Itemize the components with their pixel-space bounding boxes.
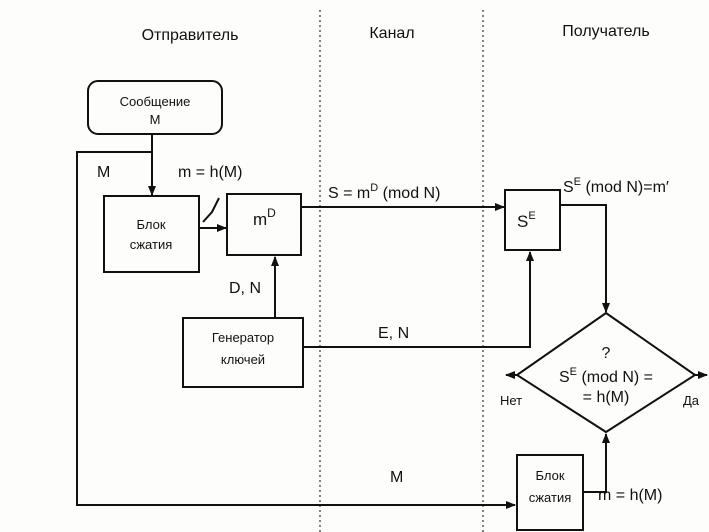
header-channel: Канал	[369, 25, 414, 42]
verify-box: SE	[504, 189, 561, 251]
arrow-receiver-hash	[583, 433, 610, 493]
compress-receiver-line2: сжатия	[529, 490, 572, 505]
header-sender: Отправитель	[142, 27, 239, 44]
compress-sender-line1: Блок	[136, 217, 165, 232]
label-public-key: E, N	[378, 325, 409, 342]
label-hash-receiver: m = h(M)	[598, 487, 662, 504]
label-no: Нет	[500, 393, 522, 408]
arrow-verify-to-decision	[560, 204, 610, 313]
label-signature: S = mD (mod N)	[328, 182, 440, 202]
sign-box: mD	[226, 193, 302, 256]
decision-diamond: ? SE (mod N) = = h(M)	[515, 311, 697, 434]
compress-receiver-line1: Блок	[535, 468, 564, 483]
arrow-public-key	[303, 251, 534, 348]
message-box-label: Сообщение	[120, 94, 191, 109]
hash-pointer	[202, 197, 220, 223]
keygen-line1: Генератор	[212, 330, 274, 345]
label-m-left: M	[97, 164, 110, 181]
label-hash: m = h(M)	[178, 164, 242, 181]
label-m-bottom: M	[390, 469, 403, 486]
label-verify-out: SE (mod N)=m′	[563, 176, 669, 196]
compress-box-receiver: Блок сжатия	[516, 454, 584, 531]
label-yes: Да	[683, 393, 700, 408]
decision-line2: = h(M)	[583, 389, 630, 406]
decision-line1: SE (mod N) =	[559, 366, 653, 386]
header-receiver: Получатель	[562, 23, 649, 40]
sign-box-label: mD	[253, 206, 276, 229]
keygen-box: Генератор ключей	[182, 317, 304, 388]
message-box-symbol: M	[150, 112, 161, 127]
label-private-key: D, N	[229, 280, 261, 297]
compress-box-sender: Блок сжатия	[103, 195, 200, 273]
keygen-line2: ключей	[221, 352, 265, 367]
message-box: Сообщение M	[87, 80, 223, 135]
compress-sender-line2: сжатия	[130, 237, 173, 252]
verify-box-label: SE	[517, 210, 536, 231]
arrow-message-to-receiver-compress	[76, 151, 516, 509]
decision-question: ?	[602, 345, 611, 362]
